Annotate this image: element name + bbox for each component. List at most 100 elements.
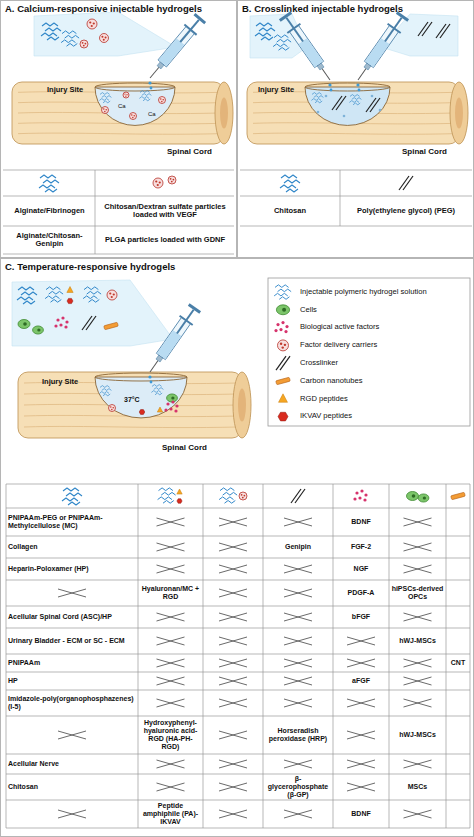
gel-strand bbox=[284, 180, 300, 183]
grid-line bbox=[6, 800, 470, 801]
gel-strand bbox=[62, 31, 76, 34]
table-cell: Horseradish peroxidase (HRP) bbox=[265, 727, 331, 743]
text-box: Acellular Spinal Cord (ASC)/HP bbox=[6, 606, 138, 628]
text-box: FGF-2 bbox=[333, 536, 389, 558]
factor-dot bbox=[274, 329, 277, 332]
particle-dot bbox=[113, 293, 115, 295]
text-box: CNT bbox=[446, 654, 470, 672]
injury-rim bbox=[95, 373, 187, 381]
empty-cell-cross bbox=[404, 699, 432, 707]
empty-cell-cross bbox=[219, 659, 247, 667]
text-box: Hydroxyphenyl-hyaluronic acid-RGD (HA-PH… bbox=[138, 716, 203, 754]
cell-body bbox=[407, 492, 419, 501]
grid-line bbox=[6, 484, 7, 828]
syringe-cap bbox=[279, 11, 292, 21]
ikvav-peptide bbox=[67, 298, 73, 303]
site-label: Injury Site bbox=[47, 86, 83, 94]
syringe-cap bbox=[188, 303, 201, 313]
hydrogel-icon bbox=[62, 488, 82, 505]
grey-matter bbox=[220, 98, 228, 129]
grid-line bbox=[203, 484, 204, 828]
rgd-peptide bbox=[177, 489, 182, 494]
gel-strand bbox=[155, 393, 162, 395]
solution-spray bbox=[12, 280, 173, 346]
text-box: RGD peptides bbox=[298, 391, 468, 407]
empty-cell-cross bbox=[219, 543, 247, 551]
carrier-particle bbox=[159, 97, 166, 104]
table-cell: BDNF bbox=[351, 518, 370, 526]
factor-dot bbox=[65, 320, 68, 323]
empty-cell-cross bbox=[219, 810, 247, 818]
text-box: Injury Site bbox=[256, 84, 310, 96]
empty-cell-cross bbox=[284, 565, 312, 573]
gel-strand bbox=[161, 492, 175, 495]
syringe-needle bbox=[322, 69, 330, 80]
particle-shell bbox=[102, 107, 109, 114]
empty-cell-cross bbox=[347, 731, 375, 739]
gel-strand bbox=[352, 98, 362, 100]
droplet bbox=[150, 87, 153, 90]
gel-strand bbox=[23, 301, 35, 304]
table-cell: Alginate/Chitosan-Genipin bbox=[6, 232, 93, 249]
gel-strand bbox=[100, 93, 110, 95]
gel-strand bbox=[256, 23, 272, 26]
empty-cell-cross bbox=[404, 613, 432, 621]
legend-text: IKVAV peptides bbox=[300, 412, 352, 421]
particle-dot bbox=[125, 96, 126, 97]
hydrogel-icon bbox=[39, 175, 59, 192]
gel-strand bbox=[259, 28, 275, 31]
injury-cavity bbox=[95, 87, 175, 125]
cell-body bbox=[418, 494, 429, 502]
grey-matter bbox=[238, 389, 246, 422]
grid-line bbox=[3, 170, 234, 171]
crosslinker-line bbox=[403, 176, 413, 190]
empty-cell-cross bbox=[219, 637, 247, 645]
hydrogel-icon bbox=[311, 93, 323, 103]
injury-cavity bbox=[95, 377, 187, 418]
empty-cell-cross bbox=[157, 543, 185, 551]
text-box: Collagen bbox=[6, 536, 138, 558]
empty-cell-cross bbox=[58, 810, 86, 818]
empty-cell-cross bbox=[157, 543, 185, 551]
empty-cell-cross bbox=[219, 518, 247, 526]
syringe-fluid bbox=[365, 38, 389, 67]
grid-line bbox=[3, 254, 234, 255]
crosslinker-line bbox=[422, 22, 432, 36]
gel-strand bbox=[99, 392, 109, 394]
factor-dot bbox=[279, 328, 282, 331]
carrier-particle bbox=[123, 92, 129, 98]
legend-text: Factor delivery carriers bbox=[300, 341, 377, 350]
gel-strand bbox=[100, 386, 110, 388]
gel-strand bbox=[140, 91, 150, 93]
gel-speck bbox=[325, 95, 328, 98]
empty-cell-cross bbox=[58, 589, 86, 597]
grid-line bbox=[6, 606, 470, 607]
gel-strand bbox=[279, 297, 289, 300]
table-cell: PNIPAAm-PEG or PNIPAAm-Methylcellulose (… bbox=[8, 514, 136, 530]
gel-strand bbox=[89, 300, 100, 303]
syringe-barrel bbox=[364, 25, 398, 67]
grid-line bbox=[263, 484, 264, 828]
gel-strand bbox=[350, 95, 360, 97]
empty-cell-cross bbox=[219, 810, 247, 818]
factor-dot bbox=[364, 493, 367, 496]
particle-shell bbox=[107, 290, 117, 300]
particle-shell bbox=[168, 176, 176, 184]
gel-strand bbox=[261, 37, 273, 40]
empty-cell-cross bbox=[347, 760, 375, 768]
syringe-plunger bbox=[180, 20, 199, 42]
hydrogel-icon bbox=[83, 287, 101, 302]
empty-cell-cross bbox=[284, 810, 312, 818]
factor-dot bbox=[169, 407, 172, 410]
particle-dot bbox=[124, 93, 125, 94]
empty-cell-cross bbox=[284, 699, 312, 707]
particle-dot bbox=[160, 98, 162, 100]
text-box: Genipin bbox=[263, 536, 333, 558]
text-box: Spinal Cord bbox=[160, 442, 225, 454]
table-cell: PLGA particles loaded with GDNF bbox=[105, 236, 225, 244]
syringe-needle bbox=[358, 69, 366, 80]
grid-line bbox=[240, 170, 472, 171]
empty-cell-cross bbox=[157, 518, 185, 526]
cell-body bbox=[18, 320, 30, 329]
text-box: Factor delivery carriers bbox=[298, 337, 468, 353]
